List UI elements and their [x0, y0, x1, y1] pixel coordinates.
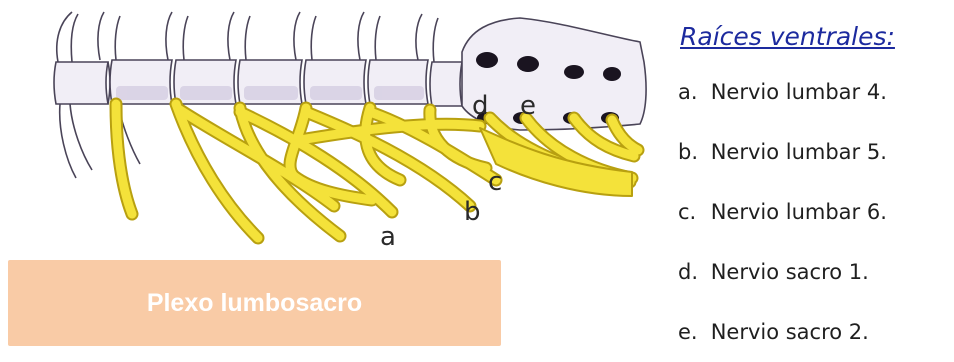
legend-item-letter: d.: [678, 242, 704, 302]
label-e: e: [520, 91, 536, 121]
legend-item-text: Nervio sacro 1.: [711, 260, 869, 284]
label-c: c: [488, 167, 502, 197]
legend-item-letter: e.: [678, 302, 704, 362]
vertebral-shading: [116, 86, 424, 100]
label-a: a: [380, 222, 396, 252]
label-b: b: [464, 197, 481, 227]
legend-item-text: Nervio lumbar 5.: [711, 140, 887, 164]
legend-item-text: Nervio lumbar 6.: [711, 200, 887, 224]
legend-item-letter: a.: [678, 62, 704, 122]
legend-item: d. Nervio sacro 1.: [678, 242, 954, 302]
legend-title: Raíces ventrales:: [680, 22, 954, 62]
spinous-processes: [57, 12, 438, 62]
legend-item-letter: b.: [678, 122, 704, 182]
legend-item-text: Nervio lumbar 4.: [711, 80, 887, 104]
sciatic-trunk: [480, 128, 632, 196]
legend: Raíces ventrales: a. Nervio lumbar 4. b.…: [678, 18, 954, 362]
plexus-title-banner: Plexo lumbosacro: [8, 260, 501, 346]
legend-item: b. Nervio lumbar 5.: [678, 122, 954, 182]
legend-item-text: Nervio sacro 2.: [711, 320, 869, 344]
legend-item: e. Nervio sacro 2.: [678, 302, 954, 362]
plexus-title: Plexo lumbosacro: [147, 289, 362, 318]
legend-item: c. Nervio lumbar 6.: [678, 182, 954, 242]
legend-item-letter: c.: [678, 182, 704, 242]
legend-list: a. Nervio lumbar 4. b. Nervio lumbar 5. …: [678, 62, 954, 362]
label-d: d: [472, 91, 489, 121]
legend-item: a. Nervio lumbar 4.: [678, 62, 954, 122]
transverse-processes: [60, 104, 140, 178]
